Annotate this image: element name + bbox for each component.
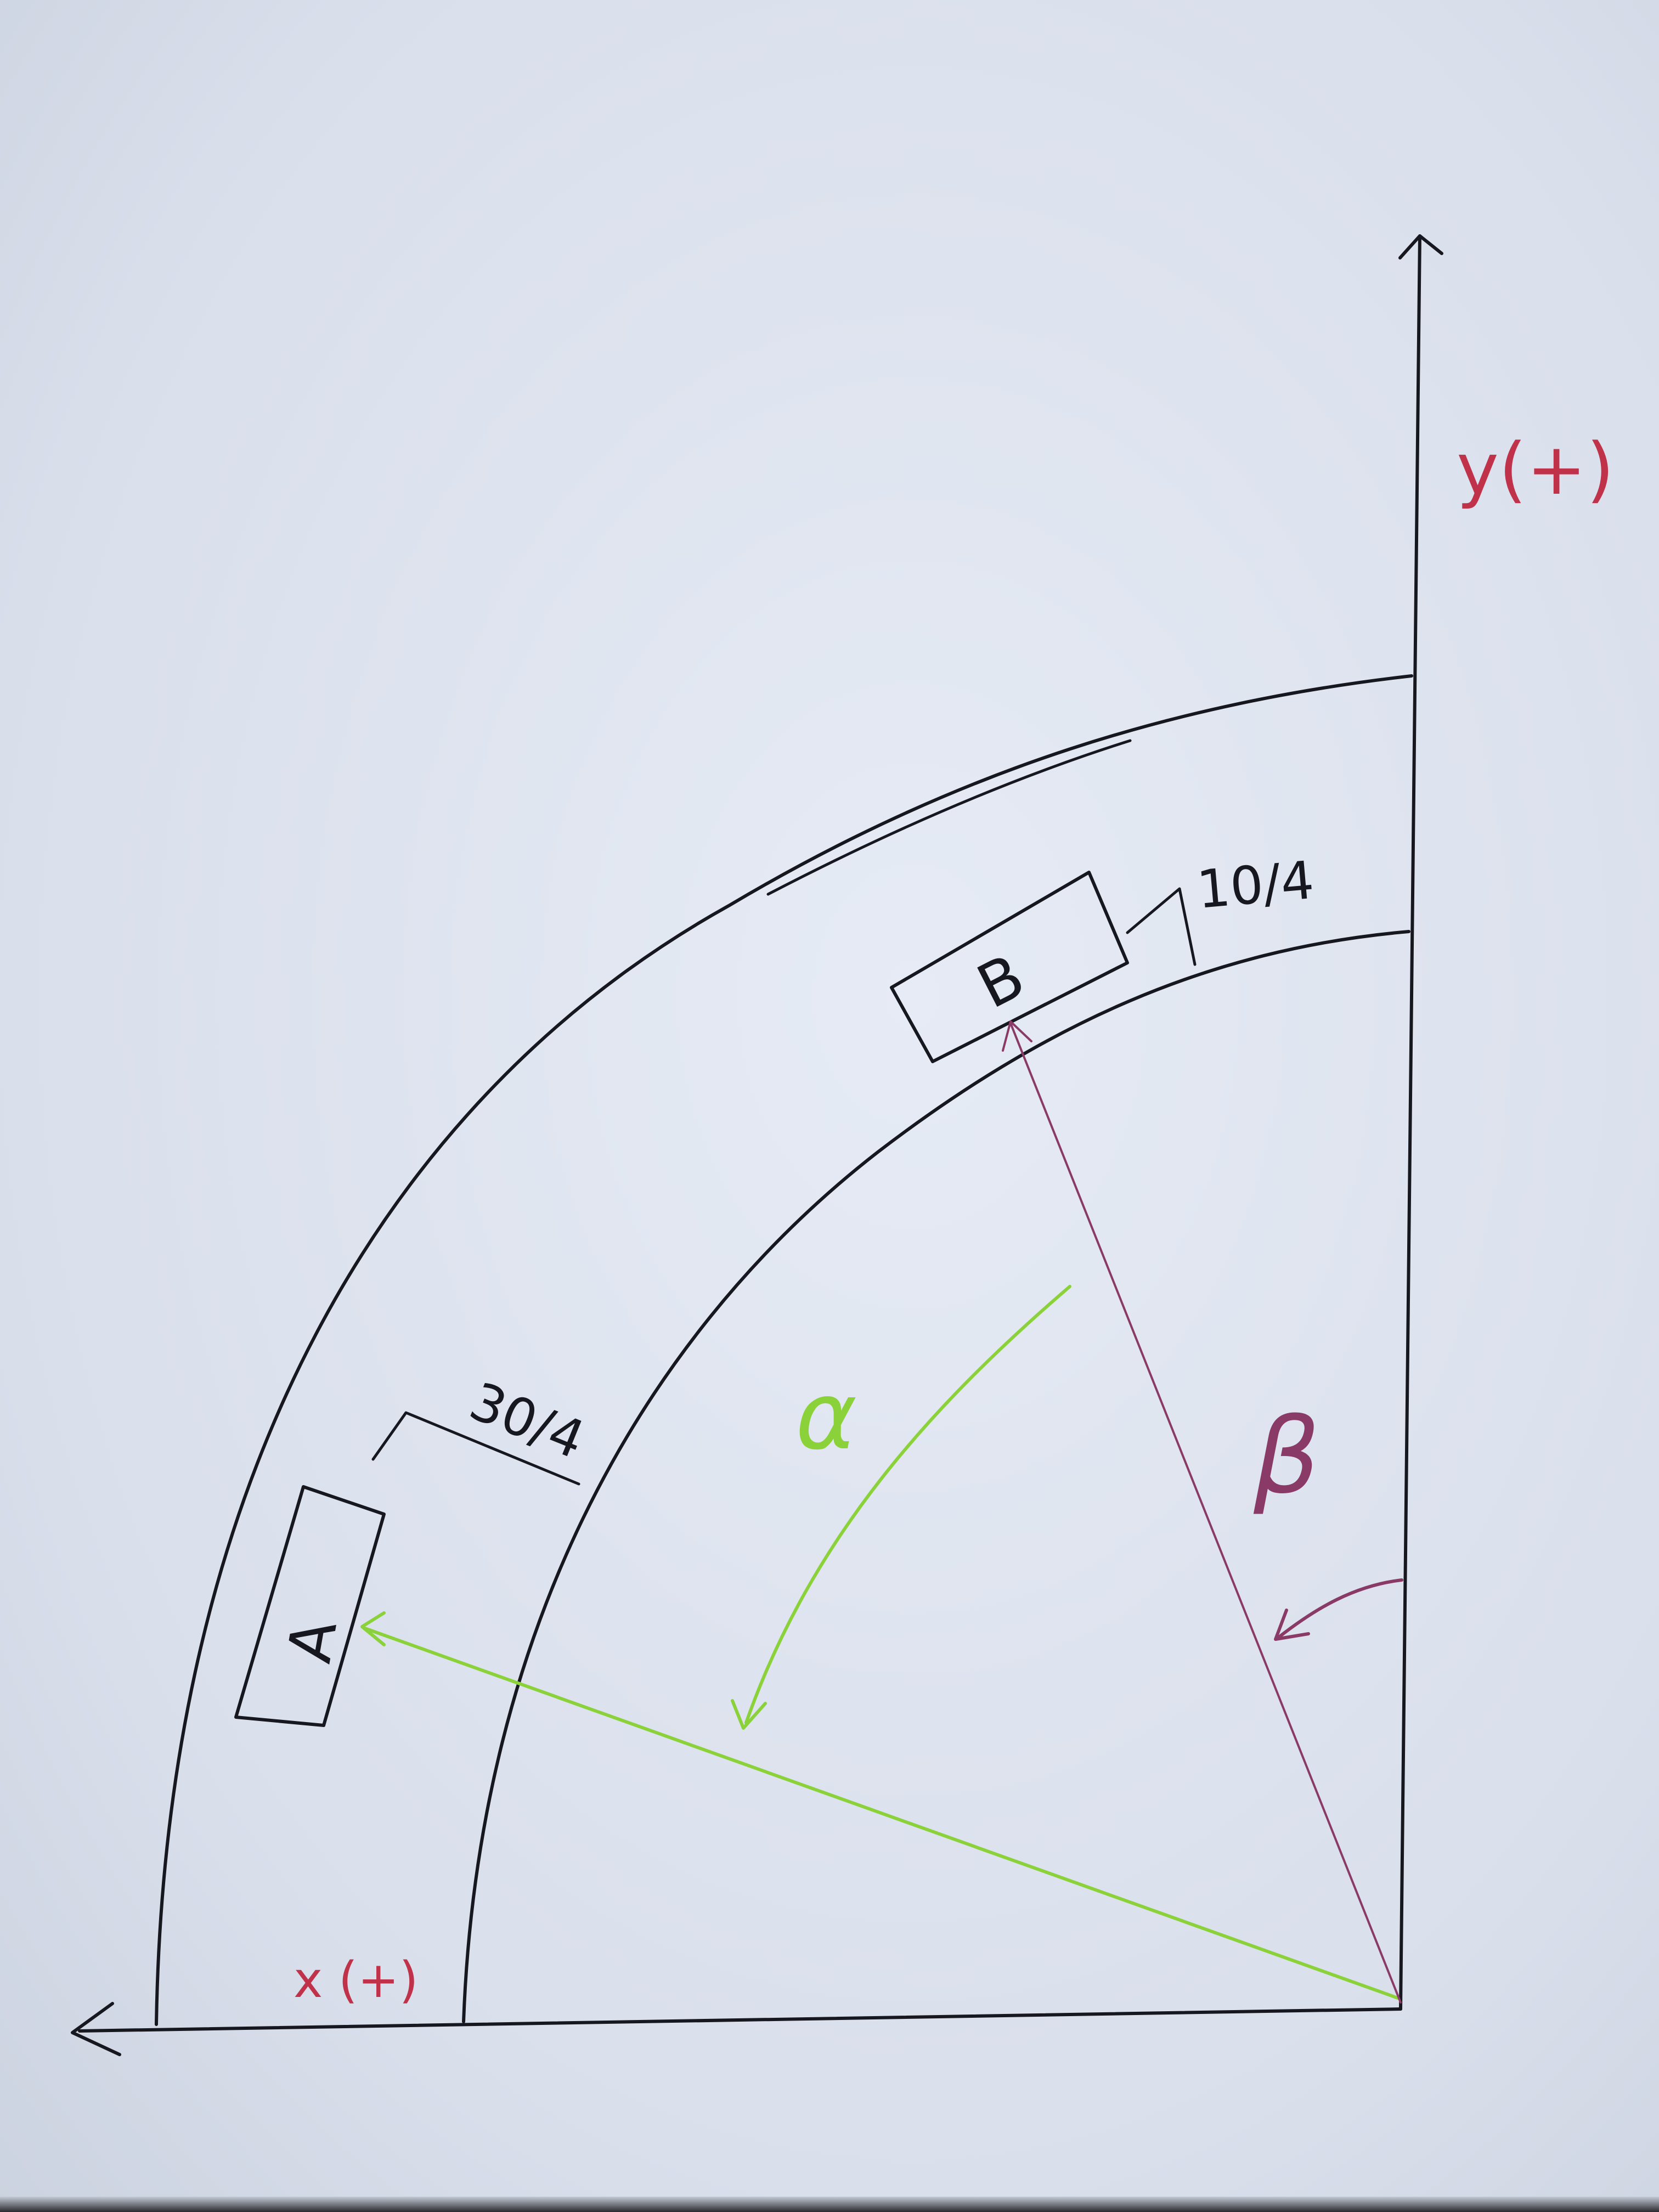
inner-width-label: 10/4 — [1194, 850, 1316, 921]
beta-label: β — [1253, 1396, 1320, 1517]
middle-track-arc — [462, 930, 1410, 2023]
inner-width-bracket — [1126, 887, 1197, 966]
x-axis-label: x (+) — [294, 1951, 419, 2009]
outer-width-bracket — [371, 1411, 580, 1486]
y-axis-label: y(+) — [1457, 427, 1614, 511]
block-a — [234, 1485, 386, 1727]
radius-vector-a — [360, 1611, 1400, 2000]
outer-track-double-stroke — [766, 739, 1132, 896]
block-a-label: A — [274, 1615, 351, 1667]
outer-track-arc — [155, 674, 1413, 2026]
radius-vector-b — [1002, 1020, 1402, 2004]
y-axis — [1398, 234, 1443, 2011]
block-b — [890, 871, 1129, 1063]
alpha-label: α — [795, 1362, 857, 1471]
alpha-arc-arrow — [731, 1285, 1071, 1730]
beta-arc-arrow — [1274, 1578, 1403, 1641]
paper-edge — [0, 2197, 1659, 2212]
x-axis — [71, 2002, 1402, 2056]
block-b-label: B — [967, 941, 1035, 1022]
outer-width-label: 30/4 — [461, 1371, 592, 1471]
